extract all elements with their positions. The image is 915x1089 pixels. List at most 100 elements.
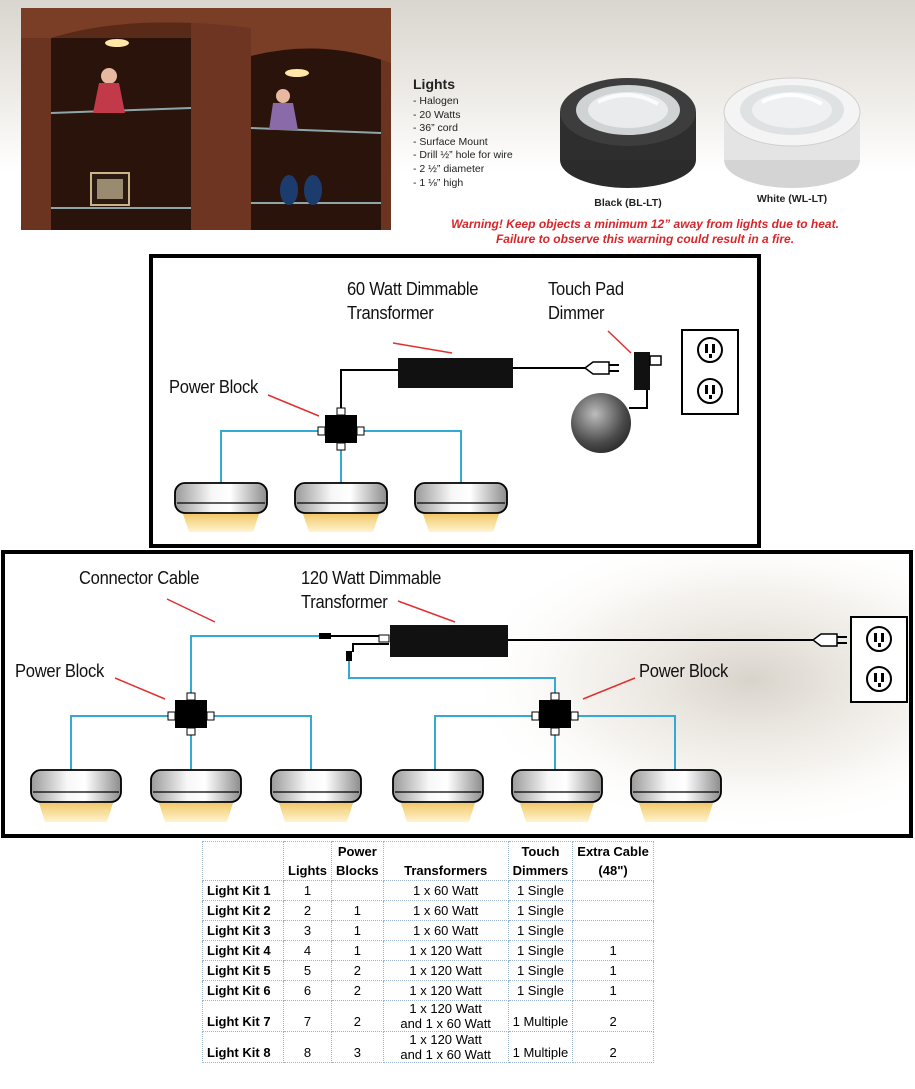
cell-power-blocks: 2 bbox=[331, 960, 384, 981]
cell-kit-name: Light Kit 2 bbox=[202, 900, 284, 921]
cell-extra-cable: 1 bbox=[572, 940, 654, 961]
power-block-left-label: Power Block bbox=[15, 661, 105, 681]
power-block-label: Power Block bbox=[169, 377, 259, 397]
cell-touch-dimmers: 1 Multiple bbox=[507, 1031, 574, 1063]
warning-line-2: Failure to observe this warning could re… bbox=[495, 232, 795, 246]
transformer-line-2: and 1 x 60 Watt bbox=[400, 1016, 491, 1031]
cell-transformers: 1 x 120 Watt bbox=[382, 980, 509, 1001]
header-power-blocks-line-1: Power bbox=[337, 844, 377, 859]
specs-title: Lights bbox=[413, 76, 455, 92]
cell-lights: 8 bbox=[283, 1031, 332, 1063]
cell-power-blocks: 3 bbox=[331, 1031, 384, 1063]
transformer-line-1: 1 x 60 Watt bbox=[413, 883, 479, 898]
transformer-line-2: and 1 x 60 Watt bbox=[400, 1047, 491, 1062]
spec-item: - Halogen bbox=[413, 95, 459, 107]
header-transformers: Transformers bbox=[382, 841, 509, 881]
cell-lights: 1 bbox=[283, 880, 332, 901]
header-dimmers-line-2: Dimmers bbox=[512, 863, 569, 878]
spec-item: - 20 Watts bbox=[413, 108, 461, 121]
header-extra-cable: Extra Cable (48") bbox=[572, 841, 654, 881]
transformer-line-1: 1 x 120 Watt bbox=[409, 1001, 482, 1016]
header-cable-line-1: Extra Cable bbox=[577, 844, 649, 859]
cell-transformers: 1 x 120 Watt bbox=[382, 940, 509, 961]
spec-item: - Drill ½” hole for wire bbox=[413, 149, 513, 162]
transformer-label-line-2: Transformer bbox=[347, 303, 434, 323]
cell-lights: 5 bbox=[283, 960, 332, 981]
header-lights: Lights bbox=[283, 841, 332, 881]
header-lights-text: Lights bbox=[288, 863, 327, 878]
heat-warning: Warning! Keep objects a minimum 12” away… bbox=[430, 217, 860, 247]
cell-power-blocks: 1 bbox=[331, 920, 384, 941]
cell-kit-name: Light Kit 7 bbox=[202, 1000, 284, 1032]
transformer-label-line-2: Transformer bbox=[301, 592, 388, 612]
header-dimmers-line-1: Touch bbox=[521, 844, 560, 859]
warning-line-1: Warning! Keep objects a minimum 12” away… bbox=[451, 217, 839, 231]
diagram-60-watt: 60 Watt Dimmable Transformer Touch Pad D… bbox=[149, 254, 761, 548]
transformer-line-1: 1 x 120 Watt bbox=[409, 943, 482, 958]
power-block-right-label: Power Block bbox=[639, 661, 729, 681]
header-transformers-text: Transformers bbox=[404, 863, 488, 878]
cell-extra-cable: 1 bbox=[572, 960, 654, 981]
cell-touch-dimmers: 1 Single bbox=[507, 980, 574, 1001]
dimmer-label-line-2: Dimmer bbox=[548, 303, 605, 323]
dimmer-label: Touch Pad bbox=[548, 279, 624, 299]
black-light-caption: Black (BL-LT) bbox=[594, 197, 662, 209]
cell-transformers: 1 x 60 Watt bbox=[382, 920, 509, 941]
diagram-120-watt-wiring bbox=[30, 554, 909, 834]
white-light-photo bbox=[723, 77, 861, 188]
cell-extra-cable bbox=[572, 900, 654, 921]
black-light-photo bbox=[560, 78, 696, 188]
cabinet-photo bbox=[21, 8, 391, 230]
spec-item: - 2 ½” diameter bbox=[413, 162, 485, 175]
diagram-120-watt: Connector Cable 120 Watt Dimmable Transf… bbox=[1, 550, 913, 838]
cell-lights: 2 bbox=[283, 900, 332, 921]
cell-extra-cable: 2 bbox=[572, 1000, 654, 1032]
spec-item: - 1 ⅛” high bbox=[413, 176, 464, 189]
transformer-line-1: 1 x 120 Watt bbox=[409, 1032, 482, 1047]
transformer-line-1: 1 x 60 Watt bbox=[413, 903, 479, 918]
cell-touch-dimmers: 1 Single bbox=[507, 880, 574, 901]
header-kit bbox=[202, 841, 284, 881]
cell-kit-name: Light Kit 4 bbox=[202, 940, 284, 961]
cell-power-blocks: 1 bbox=[331, 940, 384, 961]
cell-touch-dimmers: 1 Single bbox=[507, 960, 574, 981]
spec-item: - 36” cord bbox=[413, 122, 458, 135]
header-cable-line-2: (48") bbox=[598, 863, 628, 878]
diagram-60-watt-wiring bbox=[174, 329, 739, 532]
cell-extra-cable bbox=[572, 880, 654, 901]
cell-transformers: 1 x 60 Watt bbox=[382, 880, 509, 901]
cell-touch-dimmers: 1 Single bbox=[507, 940, 574, 961]
spec-item: - Surface Mount bbox=[413, 135, 488, 148]
cell-transformers: 1 x 120 Watt bbox=[382, 960, 509, 981]
cell-kit-name: Light Kit 1 bbox=[202, 880, 284, 901]
cell-extra-cable: 2 bbox=[572, 1031, 654, 1063]
light-specs: Lights - Halogen - 20 Watts - 36” cord -… bbox=[413, 76, 583, 190]
cell-extra-cable bbox=[572, 920, 654, 941]
cell-touch-dimmers: 1 Multiple bbox=[507, 1000, 574, 1032]
cell-touch-dimmers: 1 Single bbox=[507, 900, 574, 921]
cell-power-blocks: 1 bbox=[331, 900, 384, 921]
white-light-caption: White (WL-LT) bbox=[756, 193, 828, 205]
transformer-line-1: 1 x 120 Watt bbox=[409, 963, 482, 978]
cell-extra-cable: 1 bbox=[572, 980, 654, 1001]
transformer-label: 120 Watt Dimmable bbox=[301, 568, 442, 588]
cell-kit-name: Light Kit 3 bbox=[202, 920, 284, 941]
cell-kit-name: Light Kit 6 bbox=[202, 980, 284, 1001]
cell-kit-name: Light Kit 5 bbox=[202, 960, 284, 981]
transformer-line-1: 1 x 60 Watt bbox=[413, 923, 479, 938]
cell-power-blocks bbox=[331, 880, 384, 901]
